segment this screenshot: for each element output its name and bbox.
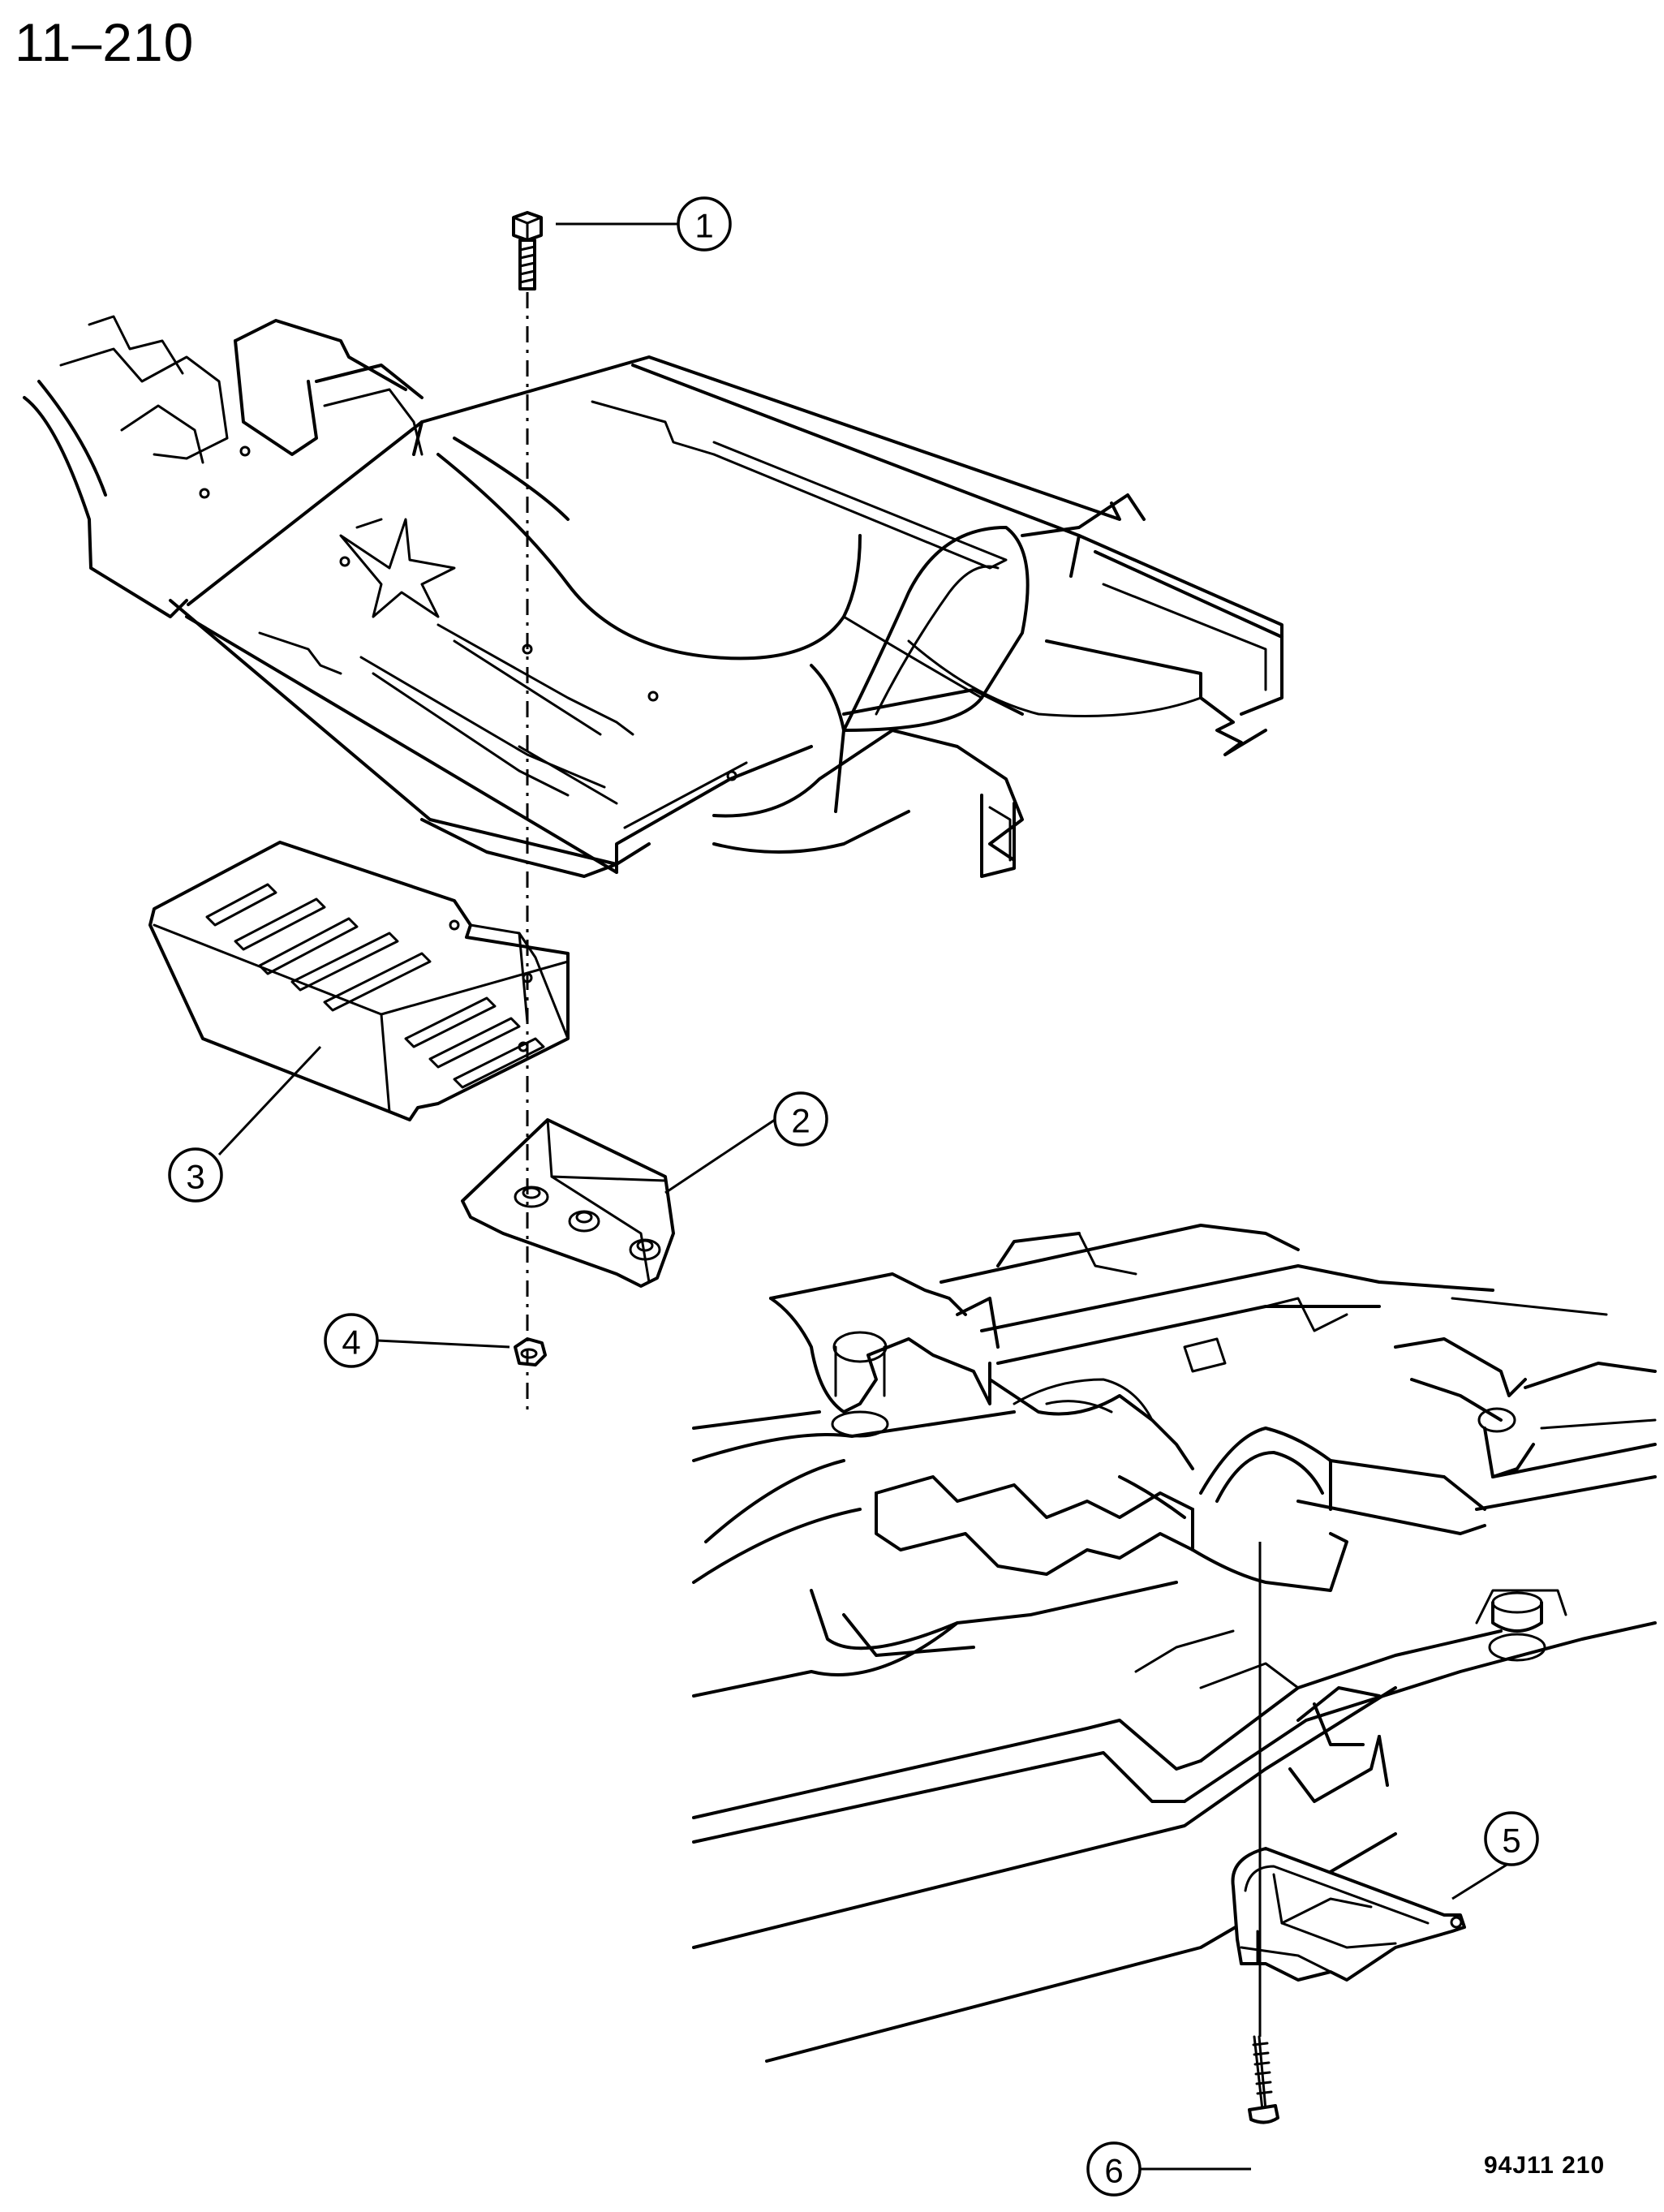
callout-3-label: 3 (186, 1158, 204, 1196)
callout-4-label: 4 (342, 1323, 360, 1362)
callout-6: 6 (1086, 2141, 1142, 2197)
callout-2-label: 2 (791, 1102, 810, 1140)
callout-6-label: 6 (1104, 2152, 1123, 2190)
callout-4: 4 (324, 1313, 379, 1368)
callout-3: 3 (168, 1147, 223, 1203)
screw (1248, 2035, 1279, 2124)
figure-code: 94J11 210 (1484, 2152, 1606, 2179)
floor-pan-assembly (23, 315, 1283, 878)
callout-5: 5 (1484, 1811, 1539, 1866)
callout-5-label: 5 (1502, 1822, 1520, 1860)
bolt (512, 211, 543, 290)
callout-1-label: 1 (694, 207, 713, 245)
nut (514, 1337, 547, 1366)
bracket (461, 1118, 675, 1288)
callout-1: 1 (677, 196, 732, 252)
rear-bracket (1231, 1847, 1466, 1982)
page-number: 11–210 (15, 12, 195, 72)
leader-lines (217, 222, 1518, 2171)
skid-plate (148, 841, 570, 1121)
callout-2: 2 (773, 1091, 828, 1147)
rear-frame-assembly (692, 1224, 1657, 2063)
